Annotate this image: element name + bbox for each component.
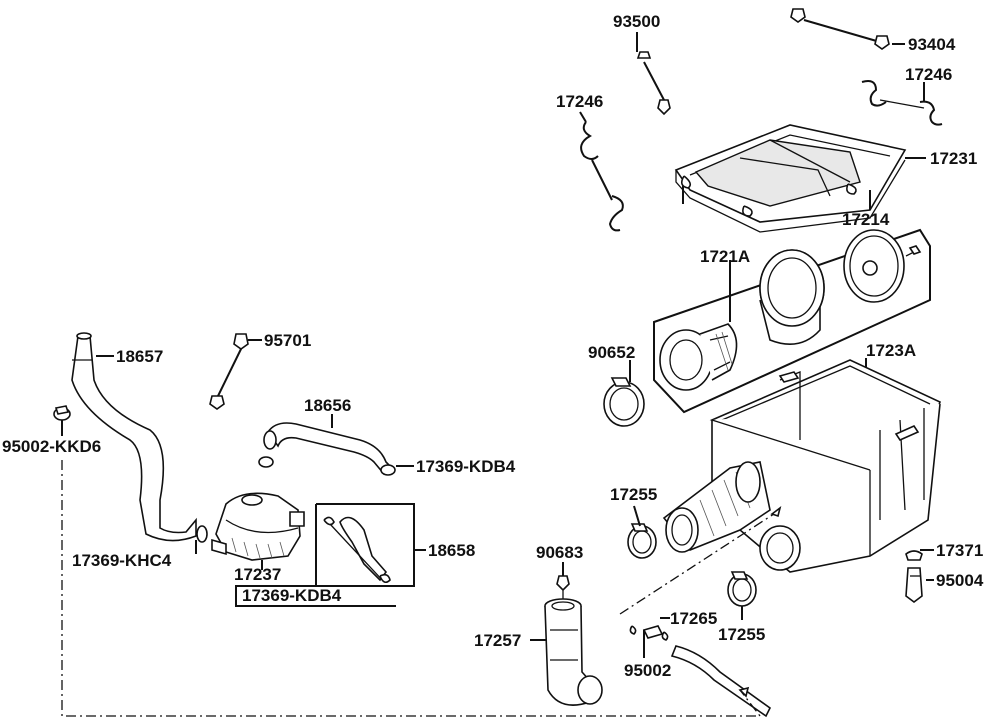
breather-hose-18657 (71, 332, 197, 542)
clamp-17255-right (727, 571, 757, 607)
label-95004: 95004 (936, 571, 984, 590)
label-95701: 95701 (264, 331, 311, 350)
label-1723A: 1723A (866, 341, 916, 360)
label-17369-KHC4: 17369-KHC4 (72, 551, 172, 570)
label-95002-KKD6: 95002-KKD6 (2, 437, 101, 456)
label-18656: 18656 (304, 396, 351, 415)
label-17369-KDB4-top: 17369-KDB4 (416, 457, 516, 476)
filter-element (759, 249, 825, 346)
label-17246-right: 17246 (905, 65, 952, 84)
inlet-duct (662, 461, 771, 553)
clamp-17255-left (627, 523, 657, 559)
label-18658: 18658 (428, 541, 475, 560)
clip-17246-left (580, 121, 624, 232)
label-90683: 90683 (536, 543, 583, 562)
label-17369-KDB4-box: 17369-KDB4 (242, 586, 342, 605)
label-17265: 17265 (670, 609, 717, 628)
clamp-90652 (603, 377, 645, 427)
bolt-93500 (636, 51, 671, 116)
label-95002: 95002 (624, 661, 671, 680)
oil-separator-17237 (211, 492, 305, 561)
breather-hose-18656 (258, 422, 396, 476)
vent-hose-17265 (629, 625, 772, 718)
label-90652: 90652 (588, 343, 635, 362)
filter-assembly-1721A (653, 228, 931, 414)
label-18657: 18657 (116, 347, 163, 366)
clip-17246-right (861, 80, 943, 126)
air-duct-17257 (544, 598, 603, 706)
label-1721A: 1721A (700, 247, 750, 266)
bolt-95701 (209, 333, 249, 410)
air-cleaner-body-1723A (662, 359, 941, 573)
clamp-17369-KHC4 (196, 525, 208, 543)
hose-assembly-18658 (235, 503, 415, 607)
label-17255-right: 17255 (718, 625, 765, 644)
filter-end-cap (843, 229, 922, 303)
label-93404: 93404 (908, 35, 956, 54)
leader-lines (61, 32, 934, 717)
label-17246-left: 17246 (556, 92, 603, 111)
label-17231: 17231 (930, 149, 977, 168)
grommet-90683 (556, 575, 570, 600)
clamp-95002-KKD6 (53, 405, 71, 421)
label-17237: 17237 (234, 565, 281, 584)
bolt-93404 (790, 8, 890, 50)
label-17257: 17257 (474, 631, 521, 650)
part-labels: 93500 93404 17246 17246 17231 17214 1721… (2, 12, 984, 680)
label-93500: 93500 (613, 12, 660, 31)
outlet-port (759, 525, 801, 571)
label-17214: 17214 (842, 210, 890, 229)
label-17255-left: 17255 (610, 485, 657, 504)
filter-inlet-funnel (659, 323, 738, 391)
label-17371: 17371 (936, 541, 983, 560)
air-cleaner-cover-17231 (674, 124, 907, 233)
drain-valve-17371-95004 (905, 550, 923, 603)
